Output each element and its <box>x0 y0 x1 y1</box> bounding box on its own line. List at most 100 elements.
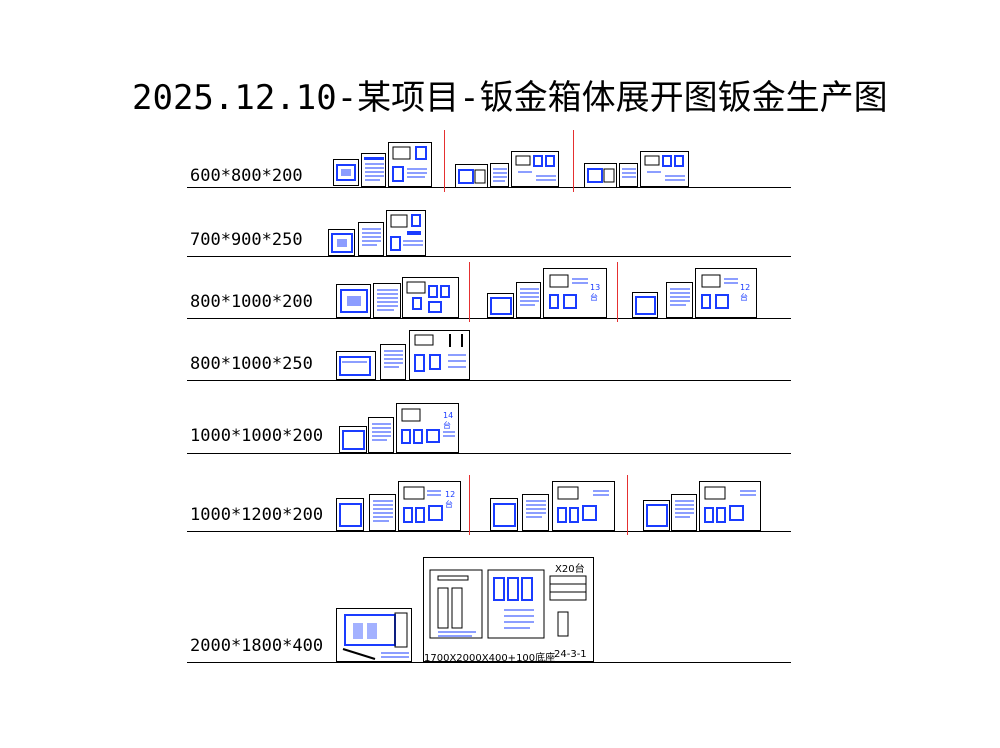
drawing-sheet[interactable] <box>487 293 514 318</box>
parts-list-drawing <box>373 500 393 522</box>
drawing-sheet[interactable] <box>643 500 670 531</box>
unfold-drawing <box>392 146 427 182</box>
box-assembly-drawing <box>646 504 668 527</box>
box-assembly-drawing <box>336 164 356 181</box>
drawing-sheet[interactable] <box>511 151 559 187</box>
drawing-sheet[interactable] <box>333 159 359 186</box>
parts-list-drawing <box>364 157 384 181</box>
group-separator <box>444 130 445 192</box>
box-assembly-drawing <box>342 430 365 450</box>
drawing-sheet[interactable] <box>339 426 367 453</box>
drawing-sheet[interactable] <box>409 330 470 380</box>
row-baseline <box>187 380 791 381</box>
unfold-drawing <box>549 274 588 309</box>
drawing-sheet[interactable] <box>490 163 509 187</box>
unfold-drawing <box>701 274 738 309</box>
drawing-sheet[interactable] <box>336 284 371 318</box>
row-label-1000x1200x200: 1000*1200*200 <box>190 505 324 525</box>
box-assembly-drawing <box>340 289 368 313</box>
unfold-drawing <box>390 214 423 251</box>
unfold-drawing <box>401 408 455 444</box>
quantity-label: 12台 <box>445 490 456 509</box>
row-baseline <box>187 256 791 257</box>
parts-list-drawing <box>622 168 636 178</box>
parts-list-drawing <box>670 288 690 306</box>
row-baseline <box>187 453 791 454</box>
box-assembly-drawing <box>490 297 512 315</box>
parts-list-drawing <box>493 168 507 182</box>
drawing-sheet[interactable] <box>490 498 518 531</box>
row-baseline <box>187 318 791 319</box>
drawing-sheet[interactable] <box>619 163 638 187</box>
drawing-sheet[interactable] <box>666 282 693 318</box>
row-baseline <box>187 662 791 663</box>
drawing-sheet-large[interactable]: X20台 1700X2000X400+100底座 24-3-1 <box>423 557 594 662</box>
unfold-drawing <box>429 569 587 639</box>
drawing-sheet[interactable] <box>552 481 615 531</box>
drawing-sheet[interactable]: 13台 <box>543 268 607 318</box>
row-label-700x900x250: 700*900*250 <box>190 230 303 250</box>
drawing-code-label: 24-3-1 <box>554 649 587 660</box>
drawing-sheet[interactable] <box>336 351 376 380</box>
drawing-sheet[interactable] <box>361 153 386 187</box>
box-assembly-drawing <box>635 296 656 315</box>
drawing-sheet[interactable] <box>369 494 396 531</box>
drawing-sheet[interactable] <box>336 608 412 662</box>
box-assembly-drawing <box>493 503 516 527</box>
unfold-drawing <box>704 486 756 523</box>
parts-list-drawing <box>675 500 694 518</box>
group-separator <box>469 475 470 535</box>
drawing-sheet[interactable]: 12台 <box>398 481 461 531</box>
group-separator <box>469 262 470 322</box>
group-separator <box>617 262 618 322</box>
drawing-sheet[interactable] <box>373 283 401 318</box>
drawing-sheet[interactable] <box>455 164 488 188</box>
base-spec-label: 1700X2000X400+100底座 <box>424 653 556 662</box>
drawing-sheet[interactable] <box>380 344 406 380</box>
parts-list-drawing <box>362 228 381 246</box>
row-baseline <box>187 187 791 188</box>
unfold-drawing <box>515 155 556 181</box>
drawing-sheet[interactable] <box>584 163 617 188</box>
box-assembly-drawing <box>339 503 362 527</box>
parts-list-drawing <box>520 288 539 306</box>
parts-list-drawing <box>372 423 391 441</box>
group-separator <box>573 130 574 192</box>
drawing-sheet[interactable] <box>402 277 459 318</box>
row-label-1000x1000x200: 1000*1000*200 <box>190 426 324 446</box>
drawing-sheet[interactable] <box>632 292 658 318</box>
drawing-sheet[interactable] <box>699 481 761 531</box>
quantity-label: 14台 <box>443 411 454 430</box>
row-label-800x1000x200: 800*1000*200 <box>190 292 313 312</box>
cabinet-assembly-drawing <box>342 612 409 660</box>
drawing-sheet[interactable] <box>368 417 394 453</box>
row-label-600x800x200: 600*800*200 <box>190 166 303 186</box>
document-title: 2025.12.10-某项目-钣金箱体展开图钣金生产图 <box>132 78 888 118</box>
unfold-drawing <box>644 155 685 181</box>
unfold-drawing <box>403 486 443 523</box>
drawing-sheet[interactable] <box>516 282 541 318</box>
unfold-drawing <box>557 486 609 523</box>
drawing-sheet[interactable] <box>358 222 384 256</box>
drawing-sheet[interactable] <box>388 142 432 187</box>
box-assembly-drawing <box>587 168 615 183</box>
box-assembly-drawing <box>339 356 371 376</box>
quantity-label: 13台 <box>590 283 601 302</box>
drawing-sheet[interactable] <box>328 229 355 256</box>
box-assembly-drawing <box>458 169 486 184</box>
parts-list-drawing <box>526 500 546 518</box>
unfold-drawing <box>406 281 450 313</box>
drawing-sheet[interactable] <box>386 210 426 256</box>
parts-list-drawing <box>384 350 403 368</box>
drawing-sheet[interactable] <box>522 494 549 531</box>
drawing-sheet[interactable] <box>671 494 697 531</box>
drawing-sheet[interactable] <box>640 151 689 187</box>
parts-list-drawing <box>377 289 398 311</box>
drawing-sheet[interactable]: 14台 <box>396 403 459 453</box>
box-assembly-drawing <box>331 233 353 253</box>
quantity-label: X20台 <box>555 564 585 575</box>
row-baseline <box>187 531 791 532</box>
row-label-800x1000x250: 800*1000*250 <box>190 354 313 374</box>
drawing-sheet[interactable] <box>336 498 364 531</box>
drawing-sheet[interactable]: 12台 <box>695 268 757 318</box>
